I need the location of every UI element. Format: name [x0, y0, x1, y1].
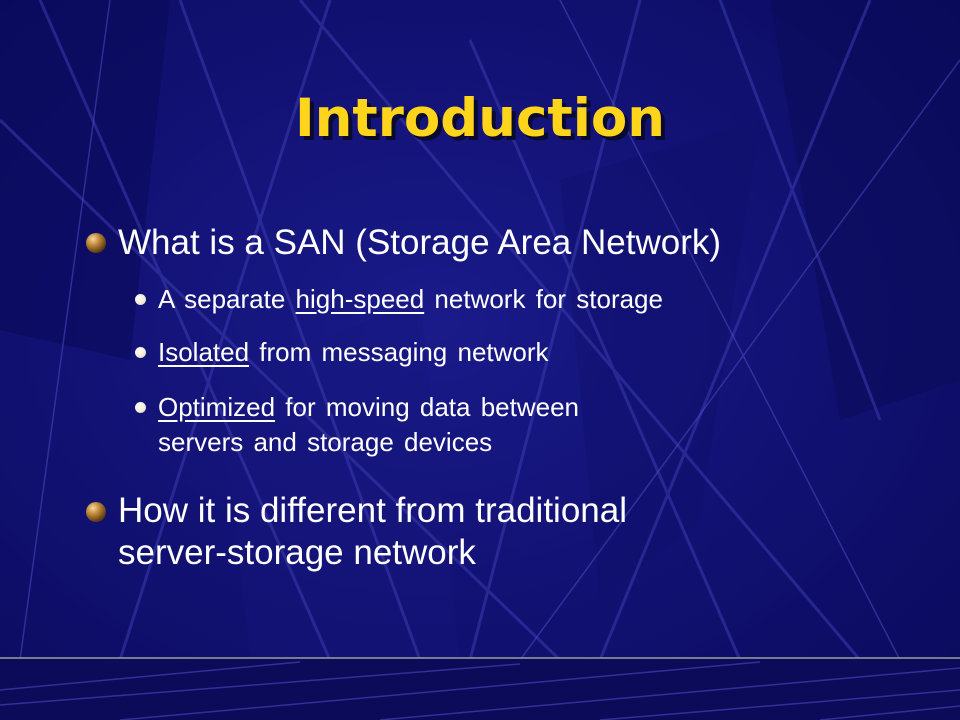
bullet-text: How it is different from traditional: [118, 491, 628, 530]
sub-bullet-text: for moving data between: [275, 392, 580, 422]
sub-bullet-optimized: Optimized for moving data between servers…: [158, 390, 858, 460]
sub-bullet-text-continued: servers and storage devices: [158, 427, 493, 457]
bullet-text-continued: server-storage network: [118, 533, 476, 572]
sub-bullet-isolated: Isolated from messaging network: [158, 335, 858, 370]
bronze-orb-icon: [85, 501, 107, 523]
bronze-orb-icon: [85, 232, 107, 254]
white-dot-icon: [135, 402, 146, 413]
sub-bullet-text: network for storage: [424, 284, 663, 314]
white-dot-icon: [135, 294, 146, 305]
sub-bullet-text: from messaging network: [249, 337, 549, 367]
underlined-term: Isolated: [158, 337, 250, 367]
slide-title: Introduction: [294, 88, 666, 149]
bullet-san-definition: What is a SAN (Storage Area Network): [118, 223, 721, 262]
underlined-term: high-speed: [295, 284, 425, 314]
white-dot-icon: [135, 347, 146, 358]
underlined-term: Optimized: [158, 392, 276, 422]
sub-bullet-high-speed: A separate high-speed network for storag…: [158, 282, 858, 317]
sub-bullet-text: A separate: [158, 284, 296, 314]
